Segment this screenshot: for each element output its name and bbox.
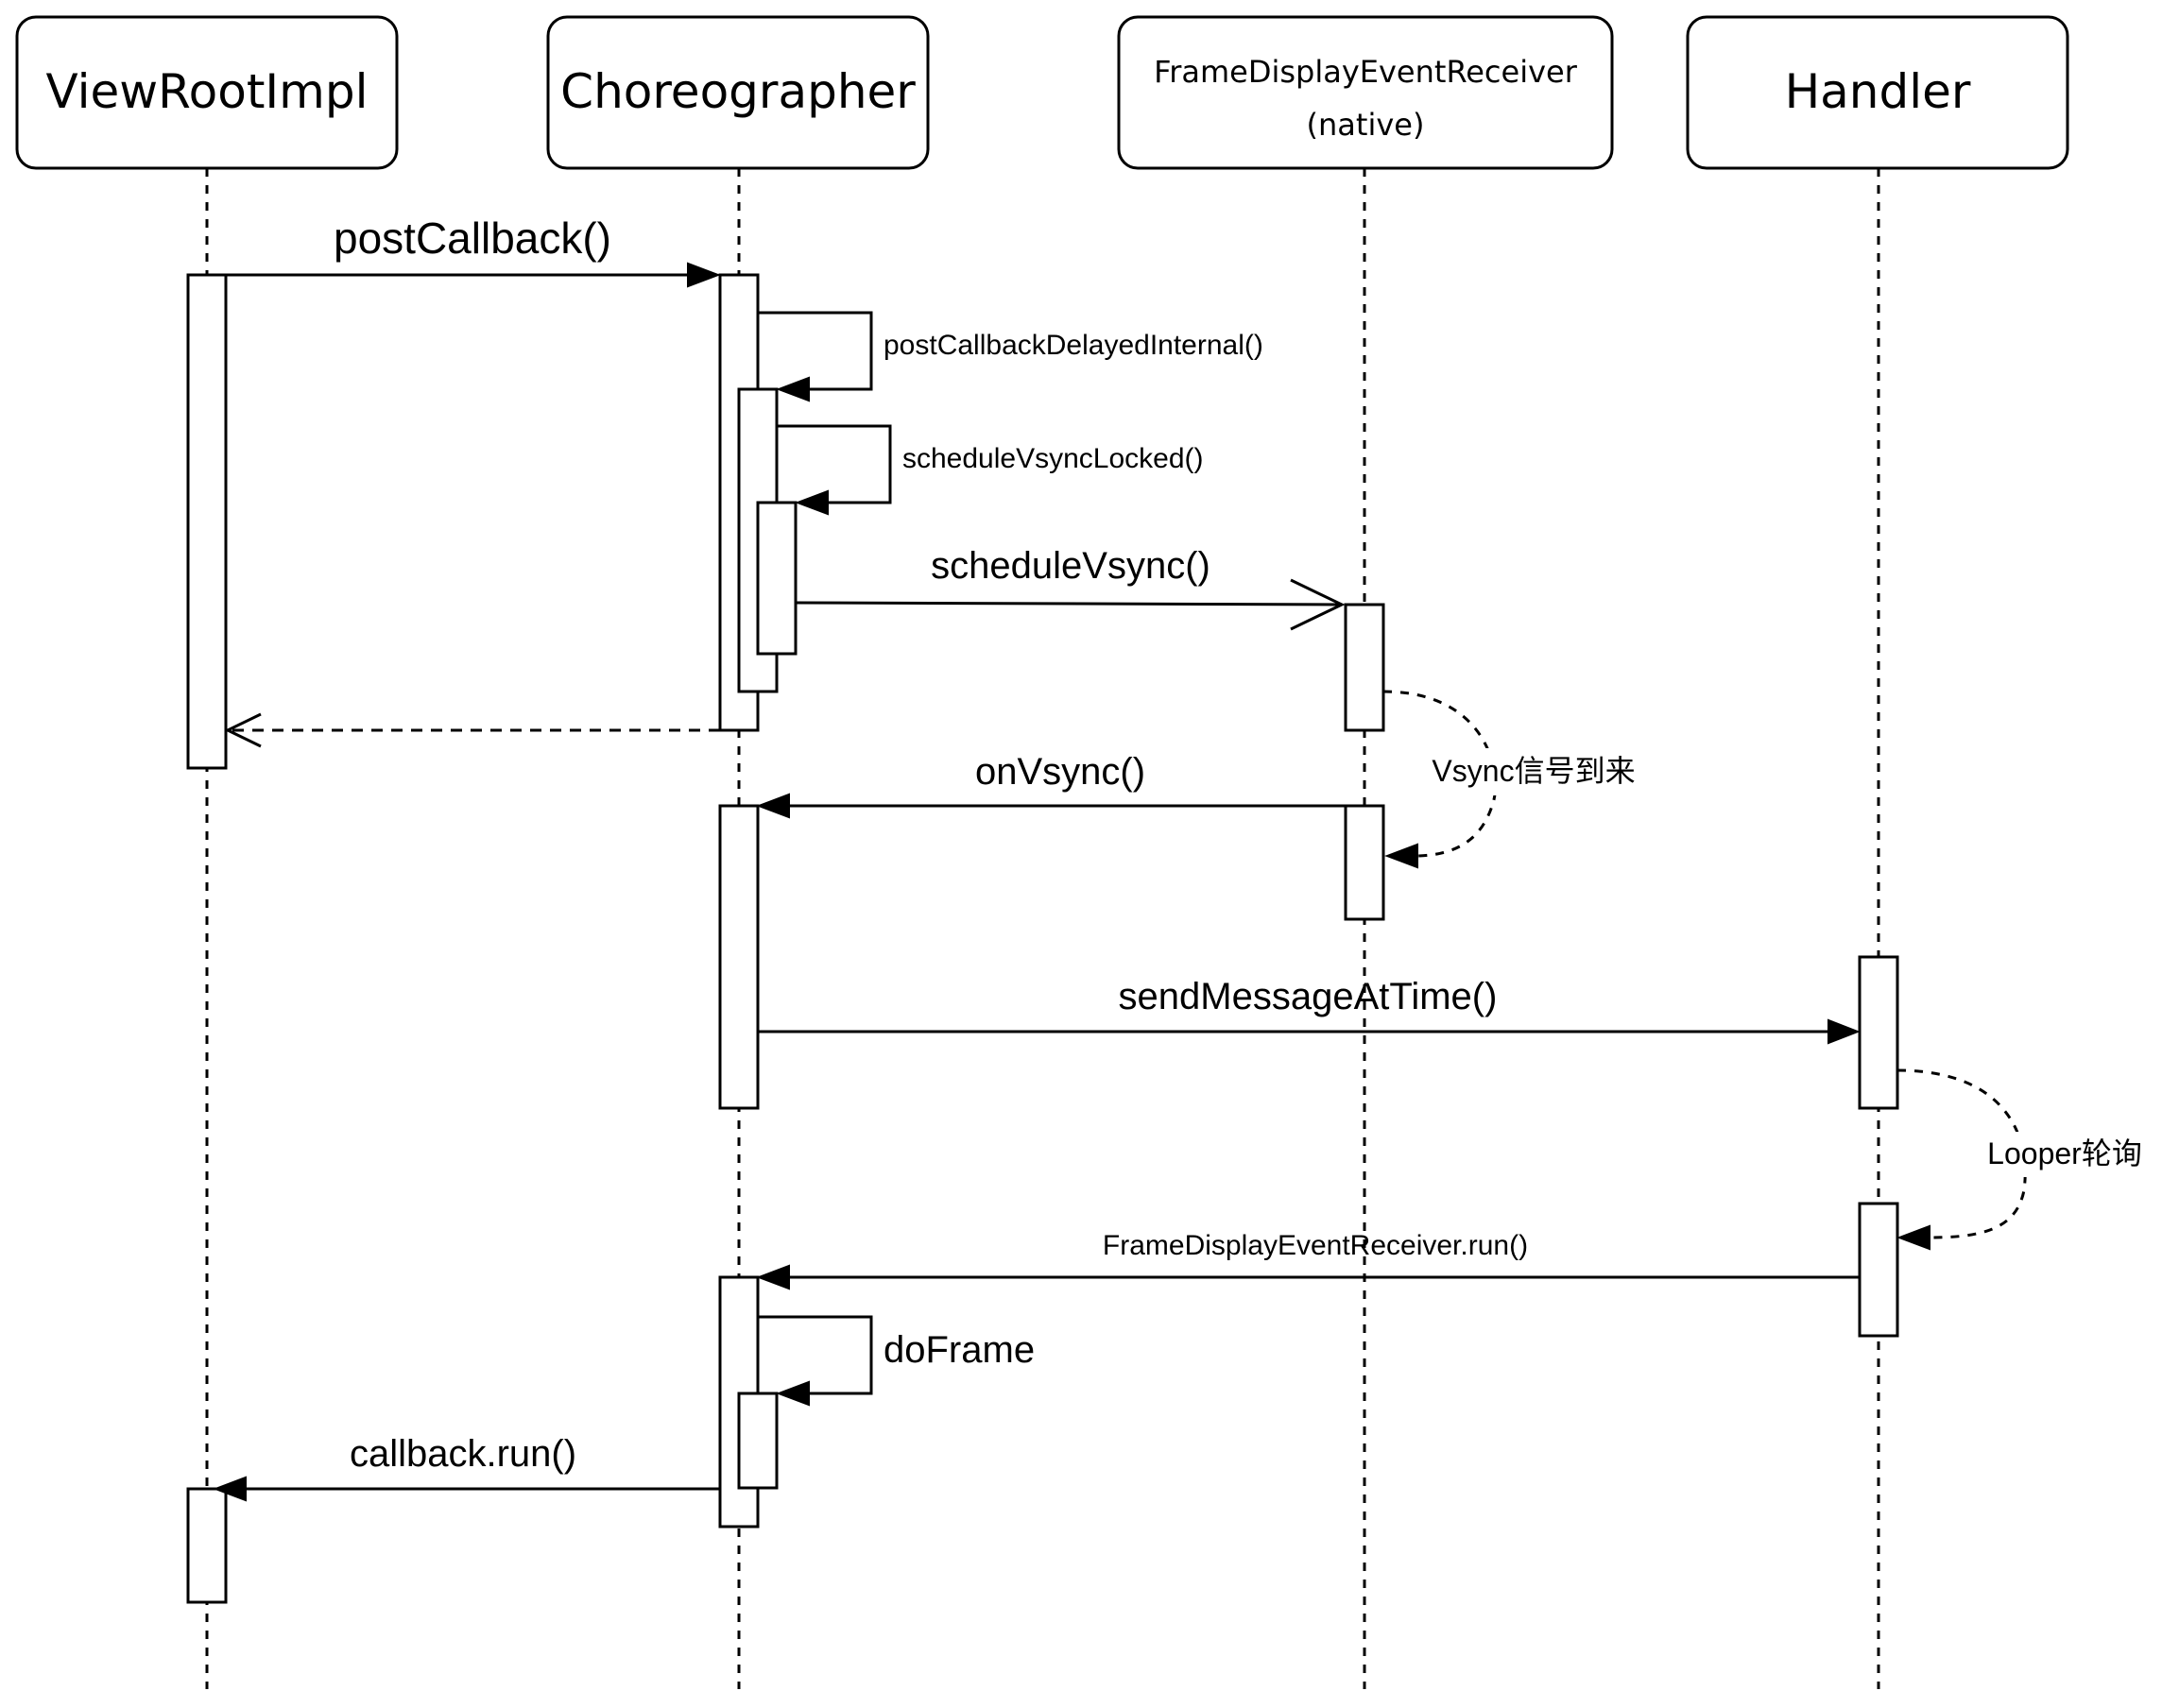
participant-choreographer: Choreographer [546, 15, 930, 170]
arrowhead-filled-icon [795, 489, 829, 516]
arrowhead-filled-icon [776, 1380, 810, 1407]
message-sendmessageattime: sendMessageAtTime() [758, 976, 1861, 1045]
note-looper-poll-label: Looper轮询 [1987, 1136, 2142, 1170]
arrowhead-filled-icon [756, 1264, 790, 1290]
participant-viewrootimpl-label: ViewRootImpl [45, 64, 368, 119]
participant-fder: FrameDisplayEventReceiver (native) [1117, 15, 1614, 170]
message-doframe: doFrame [758, 1315, 1035, 1407]
activation-choreographer-3b [737, 1392, 779, 1490]
activation-choreographer-2 [718, 804, 760, 1110]
arrowhead-filled-icon [1827, 1018, 1861, 1045]
activation-viewrootimpl-1 [186, 273, 228, 770]
message-postcallbackdelayedinternal: postCallbackDelayedInternal() [758, 311, 1263, 402]
activation-choreographer-1c [756, 501, 798, 656]
message-postcallback-label: postCallback() [334, 214, 611, 263]
message-schedulevsync-label: scheduleVsync() [931, 545, 1210, 587]
note-vsync-arrive-label: Vsync信号到来 [1432, 754, 1635, 788]
activation-handler-1 [1858, 955, 1899, 1110]
note-vsync-arrive: Vsync信号到来 [1382, 690, 1642, 869]
arrowhead-filled-icon [213, 1476, 247, 1502]
arrowhead-open-icon [1290, 578, 1346, 631]
arrowhead-filled-icon [1384, 843, 1418, 869]
message-callback-run-label: callback.run() [350, 1433, 576, 1475]
arrowhead-open-icon [224, 712, 262, 748]
message-fder-run-label: FrameDisplayEventReceiver.run() [1103, 1230, 1528, 1261]
message-schedulevsync: scheduleVsync() [795, 545, 1346, 631]
participant-viewrootimpl: ViewRootImpl [15, 15, 399, 170]
message-sendmessageattime-label: sendMessageAtTime() [1119, 976, 1498, 1017]
message-doframe-label: doFrame [884, 1329, 1035, 1371]
message-postcallbackdelayedinternal-label: postCallbackDelayedInternal() [884, 330, 1263, 361]
arrowhead-filled-icon [1896, 1224, 1930, 1251]
activation-viewrootimpl-2 [186, 1487, 228, 1604]
participant-choreographer-label: Choreographer [560, 64, 916, 119]
arrowhead-filled-icon [776, 376, 810, 402]
message-fder-run: FrameDisplayEventReceiver.run() [756, 1230, 1860, 1290]
arrowhead-filled-icon [756, 793, 790, 819]
message-schedulevsynclocked: scheduleVsyncLocked() [777, 424, 1204, 516]
activation-fder-2 [1344, 804, 1385, 921]
participant-handler-label: Handler [1785, 64, 1971, 119]
activation-handler-2 [1858, 1202, 1899, 1338]
note-looper-poll: Looper轮询 [1896, 1068, 2145, 1251]
message-postcallback: postCallback() [226, 214, 721, 288]
arrowhead-filled-icon [687, 262, 721, 288]
participant-fder-label: FrameDisplayEventReceiver [1154, 54, 1578, 90]
message-return [224, 712, 720, 748]
message-onvsync: onVsync() [756, 751, 1346, 819]
message-callback-run: callback.run() [213, 1433, 720, 1502]
message-schedulevsynclocked-label: scheduleVsyncLocked() [902, 443, 1204, 474]
participant-fder-subtitle: (native) [1307, 107, 1425, 143]
message-onvsync-label: onVsync() [975, 751, 1145, 793]
activation-fder-1 [1344, 603, 1385, 732]
participant-handler: Handler [1686, 15, 2069, 170]
